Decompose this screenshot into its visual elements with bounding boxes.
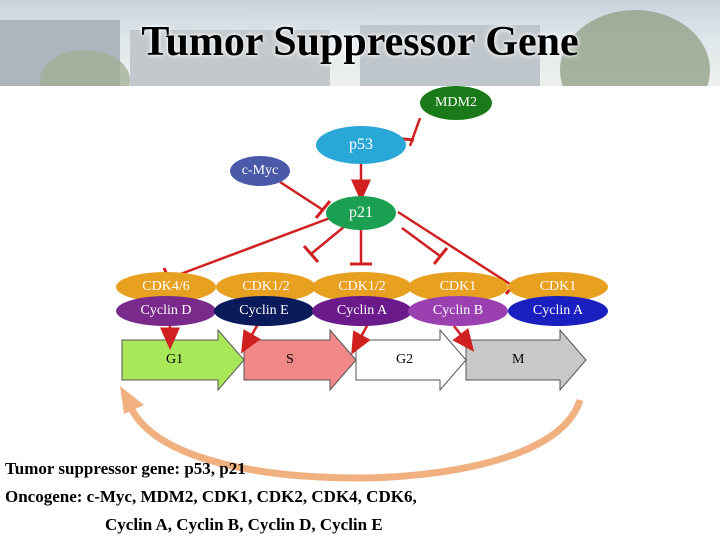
phase-label-g2: G2 (396, 352, 414, 367)
cyclin-node-5: Cyclin A (508, 296, 608, 326)
g2-arrow (355, 328, 467, 392)
phase-label-m: M (512, 352, 525, 367)
note-oncogene-cont: Cyclin A, Cyclin B, Cyclin D, Cyclin E (105, 515, 383, 534)
cyclin-node-1: Cyclin D (116, 296, 216, 326)
p53-node: p53 (316, 126, 406, 164)
header-banner: Tumor Suppressor Gene (0, 0, 720, 86)
page-title: Tumor Suppressor Gene (141, 19, 579, 65)
note-oncogene: Oncogene: c-Myc, MDM2, CDK1, CDK2, CDK4,… (5, 487, 417, 506)
mdm2-node: MDM2 (420, 86, 492, 120)
background-building (130, 30, 330, 86)
note-tumor-suppressor: Tumor suppressor gene: p53, p21 (5, 459, 246, 478)
background-building (360, 25, 540, 86)
cyclin-a-to-g2 (351, 323, 371, 355)
p21-inhibits-cdk46 (169, 216, 331, 280)
m-arrow (465, 328, 587, 392)
p21-inhibition-bar-4 (432, 247, 449, 265)
p21-inhibits-cdk12-e (310, 225, 346, 255)
cmyc-inhibition-bar (314, 200, 332, 219)
s-arrow (243, 328, 357, 392)
cyclin-node-4: Cyclin B (408, 296, 508, 326)
p21-inhibition-bar-2 (302, 245, 320, 263)
phase-label-s: S (286, 352, 294, 367)
cycle-return-arrowhead (120, 386, 144, 414)
p21-inhibits-cdk1-a (397, 210, 514, 288)
mdm2-inhibits-p53 (408, 117, 422, 147)
p21-node: p21 (326, 196, 396, 230)
cmyc-node: c-Myc (230, 156, 290, 186)
g1-arrow (121, 328, 245, 392)
phase-label-g1: G1 (166, 352, 184, 367)
p21-inhibits-cdk1-b (401, 226, 441, 258)
cyclin-b-to-m (452, 325, 475, 352)
cycle-return-arrow (128, 398, 584, 482)
cmyc-inhibits-p21 (279, 180, 324, 212)
cyclin-e-to-s (241, 323, 261, 354)
cyclin-node-2: Cyclin E (214, 296, 314, 326)
cyclin-node-3: Cyclin A (312, 296, 412, 326)
